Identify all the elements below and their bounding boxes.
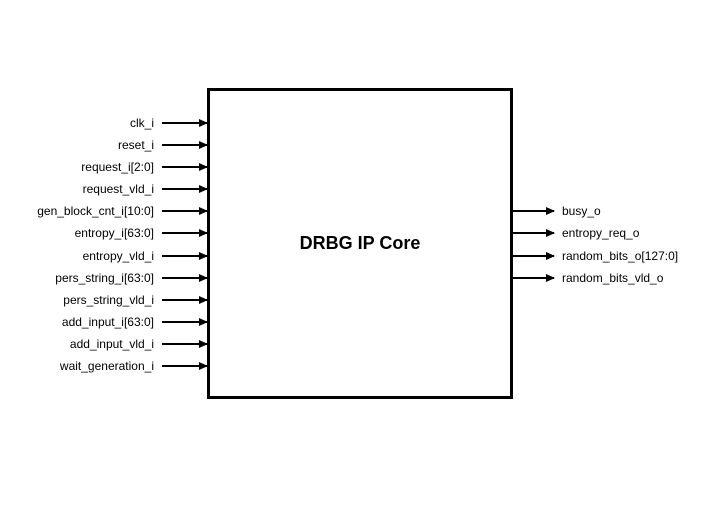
input-signal-label: pers_string_i[63:0] — [55, 271, 154, 285]
output-signal-label: entropy_req_o — [562, 226, 640, 240]
input-port-row: wait_generation_i — [0, 355, 207, 377]
input-signal-label: request_vld_i — [82, 182, 154, 196]
input-signal-label: pers_string_vld_i — [63, 293, 154, 307]
input-signal-label: entropy_i[63:0] — [74, 226, 154, 240]
output-port-row: random_bits_o[127:0] — [513, 245, 720, 267]
ip-core-title: DRBG IP Core — [299, 233, 421, 253]
output-signal-label: random_bits_vld_o — [562, 271, 664, 285]
arrow-right-icon — [162, 365, 207, 367]
input-port-row: gen_block_cnt_i[10:0] — [0, 200, 207, 222]
input-signal-label: wait_generation_i — [59, 359, 154, 373]
arrow-right-icon — [162, 343, 207, 345]
arrow-right-icon — [513, 232, 554, 234]
arrow-right-icon — [513, 255, 554, 257]
input-port-row: pers_string_vld_i — [0, 289, 207, 311]
output-port-row: entropy_req_o — [513, 222, 720, 244]
input-port-row: request_i[2:0] — [0, 156, 207, 178]
ip-core-block: DRBG IP Core — [207, 88, 513, 399]
output-port-row: busy_o — [513, 200, 720, 222]
output-port-row: random_bits_vld_o — [513, 267, 720, 289]
input-signal-label: entropy_vld_i — [82, 249, 154, 263]
input-signal-label: gen_block_cnt_i[10:0] — [37, 204, 154, 218]
input-port-row: add_input_vld_i — [0, 333, 207, 355]
input-signal-label: request_i[2:0] — [81, 160, 154, 174]
input-port-row: entropy_i[63:0] — [0, 222, 207, 244]
arrow-right-icon — [162, 210, 207, 212]
arrow-right-icon — [162, 144, 207, 146]
input-port-row: entropy_vld_i — [0, 245, 207, 267]
input-signal-label: add_input_i[63:0] — [61, 315, 154, 329]
arrow-right-icon — [162, 188, 207, 190]
arrow-right-icon — [162, 321, 207, 323]
arrow-right-icon — [162, 299, 207, 301]
input-signal-label: clk_i — [129, 116, 154, 130]
arrow-right-icon — [162, 232, 207, 234]
arrow-right-icon — [162, 166, 207, 168]
output-signal-label: random_bits_o[127:0] — [562, 249, 679, 263]
input-port-row: pers_string_i[63:0] — [0, 267, 207, 289]
arrow-right-icon — [162, 255, 207, 257]
input-signal-label: add_input_vld_i — [69, 337, 154, 351]
arrow-right-icon — [162, 122, 207, 124]
arrow-right-icon — [162, 277, 207, 279]
arrow-right-icon — [513, 210, 554, 212]
input-signal-label: reset_i — [117, 138, 154, 152]
input-port-row: clk_i — [0, 112, 207, 134]
arrow-right-icon — [513, 277, 554, 279]
input-port-row: request_vld_i — [0, 178, 207, 200]
input-port-row: add_input_i[63:0] — [0, 311, 207, 333]
input-port-row: reset_i — [0, 134, 207, 156]
output-signal-label: busy_o — [562, 204, 601, 218]
